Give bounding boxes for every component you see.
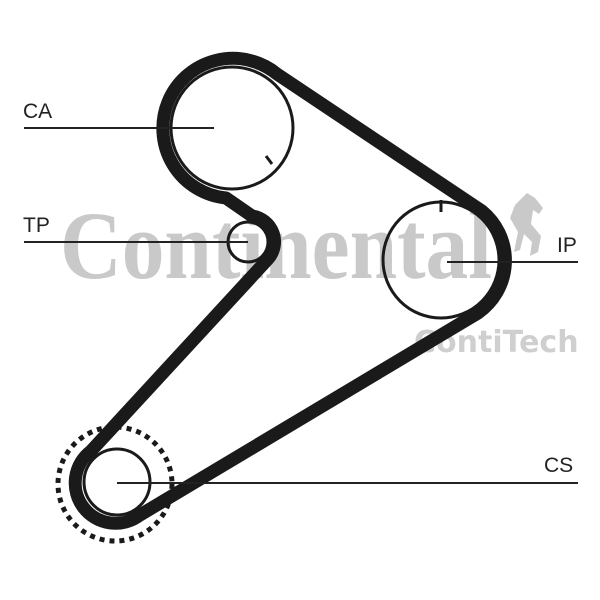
horse-logo-icon bbox=[510, 193, 543, 256]
camshaft-timing-mark bbox=[264, 155, 274, 165]
label-cs: CS bbox=[544, 454, 573, 477]
timing-belt bbox=[68, 51, 512, 530]
continental-logo-watermark: Continental ContiTech bbox=[60, 192, 579, 360]
label-ip: IP bbox=[557, 234, 577, 257]
label-tp: TP bbox=[23, 214, 50, 237]
label-ca: CA bbox=[23, 100, 52, 123]
